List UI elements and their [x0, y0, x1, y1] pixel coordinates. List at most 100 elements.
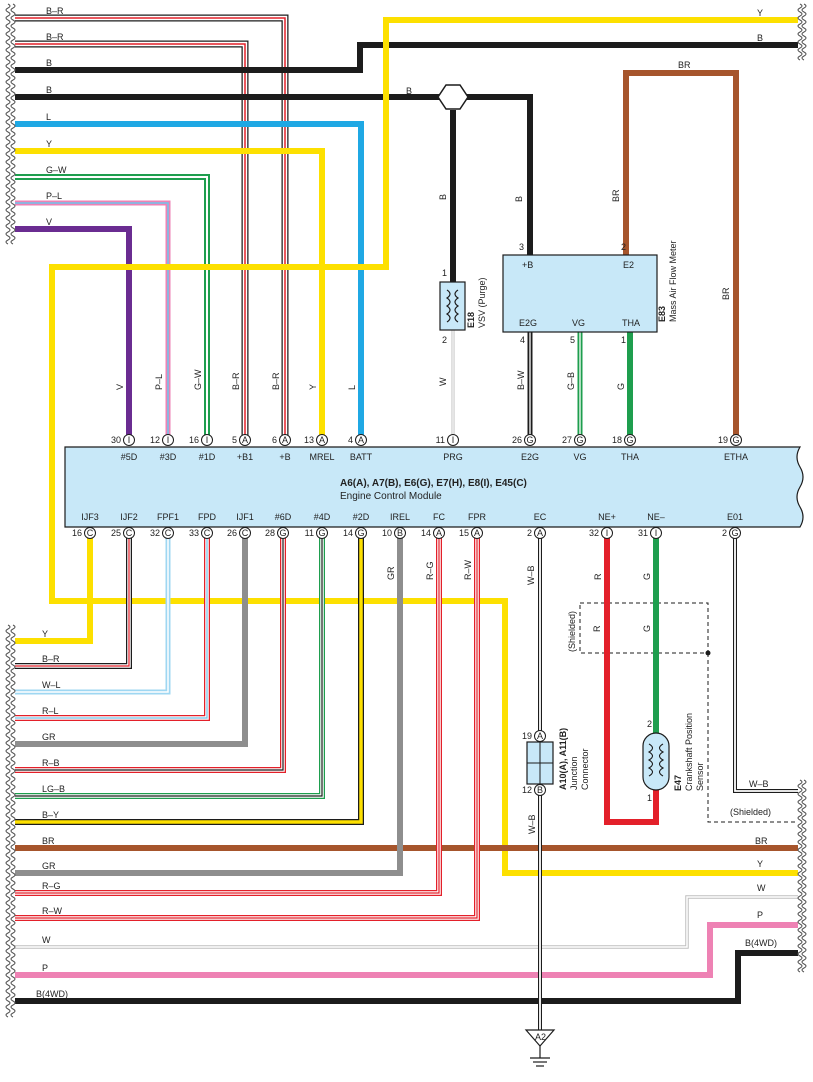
ecm-bottom-wire-label-11: W–B	[526, 565, 536, 585]
ecm-bottom-pin-name-9: FC	[433, 512, 445, 522]
left-bottom-wires	[15, 535, 798, 1004]
vsv-branch	[437, 84, 533, 440]
ecm-top-pin-8-circle	[524, 434, 536, 446]
ecm-bottom-pin-name-3: FPD	[198, 512, 217, 522]
ecm-bottom-pin-name-8: IREL	[390, 512, 410, 522]
ecm-bottom-pin-1-conn: C	[126, 528, 133, 538]
ecm-bottom-wire-label-9: R–G	[425, 561, 435, 580]
ecm-bottom-pin-2-circle	[162, 527, 174, 539]
ecm-bottom-pin-3-conn: C	[204, 528, 211, 538]
ecm-top-pin-name-5: MREL	[309, 452, 334, 462]
ecm-top-pin-num-6: 4	[348, 435, 353, 445]
ecm-top-pin-10-conn: G	[626, 435, 633, 445]
ecm-top-wire-label-8: B–W	[516, 370, 526, 390]
left-bottom-wire-label-10: R–G	[42, 881, 61, 891]
wire-y-loop	[49, 17, 798, 876]
wire-w-b-e01	[733, 535, 798, 793]
wire-b-top	[15, 42, 798, 73]
right-top-wire-label-1: B	[757, 33, 763, 43]
right-break-bottom-inner	[801, 779, 807, 973]
left-bottom-wire-label-4: GR	[42, 732, 56, 742]
crank-id: E47	[673, 775, 683, 791]
junction-wire-lower: W–B	[527, 814, 537, 834]
ecm-bottom-pin-10-conn: A	[474, 528, 480, 538]
ecm-top-wire-label-5: Y	[308, 384, 318, 390]
ecm-bottom-pin-0-conn: C	[87, 528, 94, 538]
maf-wire-b: B	[514, 196, 524, 202]
ecm-top-pin-num-1: 12	[150, 435, 160, 445]
ecm-bottom-pin-10-circle	[471, 527, 483, 539]
wire-gr-irel	[15, 535, 403, 876]
ecm-bottom-pin-6-conn: G	[318, 528, 325, 538]
ecm-top-pin-num-4: 6	[272, 435, 277, 445]
ecm-bottom-pin-num-3: 33	[189, 528, 199, 538]
crank-pin-top: 2	[647, 719, 652, 729]
ecm-bottom-pin-7-conn: G	[357, 528, 364, 538]
ecm-subtitle: Engine Control Module	[340, 491, 442, 502]
ecm-bottom-pin-4-circle	[239, 527, 251, 539]
ecm-bottom-pin-13-conn: I	[655, 528, 658, 538]
ecm-top-pin-num-11: 19	[718, 435, 728, 445]
ecm-bottom-pin-2-conn: C	[165, 528, 172, 538]
ecm-bottom-pin-name-7: #2D	[353, 512, 370, 522]
ecm-bottom-pin-name-2: FPF1	[157, 512, 179, 522]
right-bottom-wire-label-4: W	[757, 883, 766, 893]
wire-br-e2	[623, 70, 739, 440]
ecm-top-pin-name-10: THA	[621, 452, 639, 462]
maf-pin-plus-b: +B	[522, 260, 533, 270]
left-top-wire-label-4: L	[46, 112, 51, 122]
left-bottom-wire-label-8: BR	[42, 836, 55, 846]
wire-b-4wd-through	[15, 950, 798, 1004]
ecm-bottom-pin-14-circle	[729, 527, 741, 539]
edge-wire-labels: B–RB–RBBLYG–WP–LVYB–RW–LR–LGRR–BLG–BB–YB…	[36, 6, 777, 999]
crank-name2: Sensor	[695, 762, 705, 791]
ecm-bottom-pin-num-7: 14	[343, 528, 353, 538]
junction-pin-bottom-num: 12	[522, 785, 532, 795]
ecm-bottom-pin-13-circle	[650, 527, 662, 539]
right-top-wire-label-0: Y	[757, 8, 763, 18]
ecm-bottom-pin-name-14: E01	[727, 512, 743, 522]
ecm-top-pin-10-circle	[624, 434, 636, 446]
ecm-bottom-pin-14-conn: G	[731, 528, 738, 538]
ecm-top-pin-name-8: E2G	[521, 452, 539, 462]
ecm-bottom-pin-0-circle	[84, 527, 96, 539]
ecm-top-pin-num-9: 27	[562, 435, 572, 445]
left-bottom-wire-label-9: GR	[42, 861, 56, 871]
wire-b-y-2d	[15, 535, 364, 825]
wire-gr-ijf1	[15, 535, 248, 747]
vsv-pin-bottom: 2	[442, 335, 447, 345]
ecm-bottom-pin-name-10: FPR	[468, 512, 487, 522]
left-bottom-wire-label-11: R–W	[42, 906, 63, 916]
ecm-bottom-pin-name-12: NE+	[598, 512, 616, 522]
ecm-top-pin-1-conn: I	[167, 435, 170, 445]
ecm-top-pin-7-circle	[447, 434, 459, 446]
vsv-pin-top: 1	[442, 268, 447, 278]
left-top-wire-label-2: B	[46, 58, 52, 68]
wire-g-w-1d	[15, 174, 210, 440]
ecm-top-wire-label-10: G	[616, 383, 626, 390]
ecm-box	[64, 446, 804, 528]
ecm-bottom-pin-12-conn: I	[606, 528, 609, 538]
ecm-bottom-pin-num-0: 16	[72, 528, 82, 538]
wire-w-through	[15, 895, 798, 949]
left-bottom-wire-label-7: B–Y	[42, 810, 59, 820]
left-bottom-wire-label-3: R–L	[42, 706, 59, 716]
ecm-top-pin-num-7: 11	[436, 435, 445, 445]
crankshaft-sensor-body	[642, 732, 670, 791]
ecm-top-pin-3-conn: A	[242, 435, 248, 445]
ecm-top-pin-0-circle	[123, 434, 135, 446]
right-bottom-wire-label-6: B(4WD)	[745, 938, 777, 948]
left-bottom-wire-label-0: Y	[42, 629, 48, 639]
junction-name2: Connector	[580, 748, 590, 790]
ecm-bottom-wire-label-10: R–W	[463, 559, 473, 580]
maf-id: E83	[657, 306, 667, 322]
ecm-top-pin-name-0: #5D	[121, 452, 138, 462]
ecm-top-wire-label-4: B–R	[271, 372, 281, 390]
ecm-top-pin-num-3: 5	[232, 435, 237, 445]
right-break-top	[797, 3, 803, 61]
crank-wire-r-label: R	[592, 625, 602, 632]
junction-point	[437, 84, 469, 110]
ecm-top-pin-name-4: +B	[279, 452, 290, 462]
left-top-wire-label-7: P–L	[46, 191, 62, 201]
